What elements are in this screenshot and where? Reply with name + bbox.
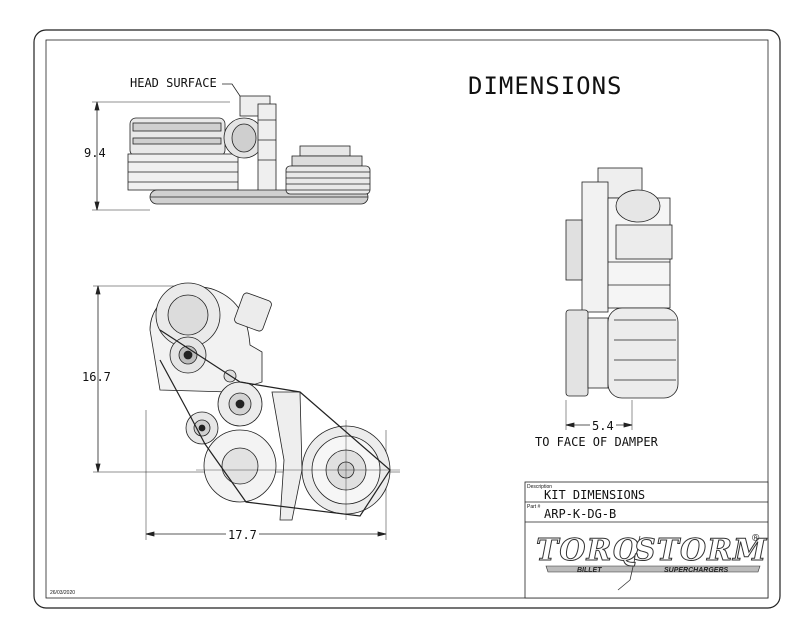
head-surface-callout: HEAD SURFACE <box>130 76 217 90</box>
title-block <box>524 481 769 599</box>
front-height-dimension-label: 16.7 <box>82 370 111 384</box>
registered-mark: ® <box>752 533 760 544</box>
sheet-border <box>33 29 781 609</box>
description-value: KIT DIMENSIONS <box>544 488 646 502</box>
logo-tagline-superchargers: SUPERCHARGERS <box>664 567 729 574</box>
torqstorm-logo <box>545 535 761 591</box>
logo-word-torq: TORQ <box>536 533 640 569</box>
side-depth-note: TO FACE OF DAMPER <box>535 435 658 449</box>
drawing-date: 26/03/2020 <box>50 590 76 596</box>
part-number-caption: Part # <box>527 504 541 510</box>
description-caption: Description <box>527 484 553 490</box>
logo-tagline-billet: BILLET <box>577 567 602 574</box>
front-width-dimension-label: 17.7 <box>226 528 259 542</box>
sheet-inner-border <box>45 39 769 599</box>
side-view <box>565 167 679 430</box>
side-depth-dimension-label: 5.4 <box>590 419 616 433</box>
part-number-value: ARP-K-DG-B <box>544 507 617 521</box>
front-view <box>93 282 400 540</box>
top-view <box>92 83 371 211</box>
height-dimension-label: 9.4 <box>84 146 106 160</box>
drawing-title: DIMENSIONS <box>468 72 623 100</box>
logo-word-storm: STORM <box>633 533 768 569</box>
